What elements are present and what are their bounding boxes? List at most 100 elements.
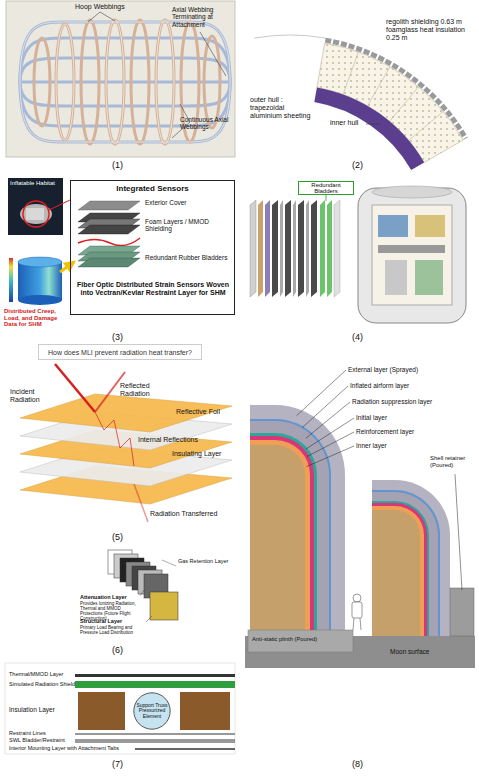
part-label: outer hull : trapezoidal aluminium sheet…	[250, 96, 316, 119]
wall-layers	[258, 200, 263, 297]
shell-section	[250, 405, 345, 636]
shell-section	[297, 370, 463, 590]
part-label: Anti-static plinth (Poured)	[252, 636, 352, 642]
part-label: inner hull	[330, 119, 358, 127]
webbing-frame	[106, 20, 124, 144]
webbing-frame	[204, 36, 220, 128]
habitat-module	[358, 186, 466, 323]
panel-number: (7)	[112, 759, 123, 769]
webbing-frame	[156, 20, 174, 144]
wall-layers	[306, 200, 309, 297]
habitat-photo	[23, 201, 49, 227]
layer-label: Inflated airform layer	[350, 382, 409, 389]
shell-section	[250, 440, 310, 636]
data-label: Distributed Creep, Load, and Damage Data…	[4, 308, 70, 328]
pressure-element-circle: Support Truss Pressurized Element	[133, 692, 171, 730]
band-layers	[78, 692, 125, 730]
webbing-frame	[34, 38, 50, 126]
question-box: How does MLI prevent radiation heat tran…	[38, 344, 202, 360]
habitat-module	[378, 215, 408, 237]
shell-section	[352, 602, 362, 618]
part-label: Shell retainer (Poured)	[430, 455, 476, 468]
dimension-label: regolith shielding 0.63 m foamglass heat…	[386, 18, 474, 41]
band-layers	[75, 742, 235, 743]
band-layers	[75, 740, 235, 741]
layer-stack	[78, 258, 140, 267]
habitat-module	[415, 215, 445, 237]
shell-section	[250, 436, 314, 636]
layer-label: Simulated Radiation Shield	[9, 681, 75, 687]
band-layers	[180, 692, 230, 730]
hull-section	[314, 87, 424, 170]
shell-section	[306, 446, 354, 467]
panel-number: (1)	[112, 160, 123, 170]
habitat-module	[372, 205, 452, 305]
band-layers	[75, 734, 235, 735]
mli-sheets	[55, 364, 95, 412]
shell-section	[250, 419, 331, 636]
wall-layers	[320, 200, 325, 297]
part-label: Continuous Axial Webbings	[180, 116, 236, 131]
webbing-frame	[131, 20, 149, 144]
wall-layers	[311, 200, 317, 297]
habitat-module	[358, 188, 466, 323]
strain-map	[18, 257, 62, 267]
habitat-photo	[49, 200, 70, 210]
strain-map	[9, 258, 13, 302]
wall-layers	[280, 200, 283, 297]
shell-section	[248, 630, 353, 652]
panel-number: (6)	[112, 645, 123, 655]
hull-section	[343, 52, 358, 94]
circle-outline	[134, 693, 170, 729]
layer-stack	[78, 201, 140, 267]
layer-samples	[162, 560, 176, 566]
shell-section	[352, 594, 362, 630]
band-layers	[75, 674, 235, 677]
shell-section	[250, 433, 317, 636]
layer-label: Reflective Foil	[176, 408, 234, 416]
webbing-frame	[200, 32, 226, 76]
photo-label: Inflatable Habitat	[10, 180, 60, 187]
webbing-frame	[100, 12, 115, 21]
hull-section	[390, 87, 419, 122]
wall-layers	[272, 200, 278, 297]
shell-section	[450, 588, 474, 636]
layer-label: Foam Layers / MMOD Shielding	[145, 218, 233, 233]
ray-label: Radiation Transferred	[150, 510, 217, 518]
layer-stack	[78, 238, 140, 246]
layer-label: Exterior Cover	[145, 199, 233, 206]
node-text: Redundant Bladders	[299, 182, 353, 194]
wall-layers	[298, 200, 304, 297]
shell-section	[372, 506, 424, 636]
layer-label: Interior Mounting Layer with Attachment …	[9, 745, 119, 751]
layer-label: Initial layer	[356, 414, 387, 421]
part-label: Axial Webbing Terminating at Attachment	[172, 6, 234, 28]
hull-section	[366, 124, 380, 125]
webbing-frame	[81, 20, 99, 144]
panel-number: (4)	[352, 332, 363, 342]
layer-samples	[150, 592, 178, 620]
strain-map	[9, 257, 74, 305]
habitat-photo	[8, 178, 70, 235]
layer-label: Reinforcement layer	[356, 428, 414, 435]
strain-map	[18, 262, 62, 300]
shell-section	[372, 490, 440, 636]
ray-label: Reflected Radiation	[120, 382, 180, 398]
band-layers	[5, 663, 235, 754]
ground-label: Moon surface	[390, 648, 429, 655]
layer-label: SWL Bladder/Restraint	[9, 737, 65, 743]
node-text: How does MLI prevent radiation heat tran…	[48, 349, 192, 356]
part-label: Hoop Webbings	[75, 3, 125, 11]
webbing-frame	[6, 1, 235, 157]
layer-label: External layer (Sprayed)	[348, 366, 418, 373]
band-layers	[5, 663, 235, 754]
band-layers	[135, 748, 235, 749]
shell-section	[250, 421, 329, 636]
habitat-photo	[8, 178, 63, 235]
webbing-frame	[106, 20, 124, 144]
shell-section	[306, 402, 350, 438]
mli-sheets	[134, 484, 148, 522]
shell-section	[455, 474, 462, 590]
shell-section	[303, 386, 349, 427]
